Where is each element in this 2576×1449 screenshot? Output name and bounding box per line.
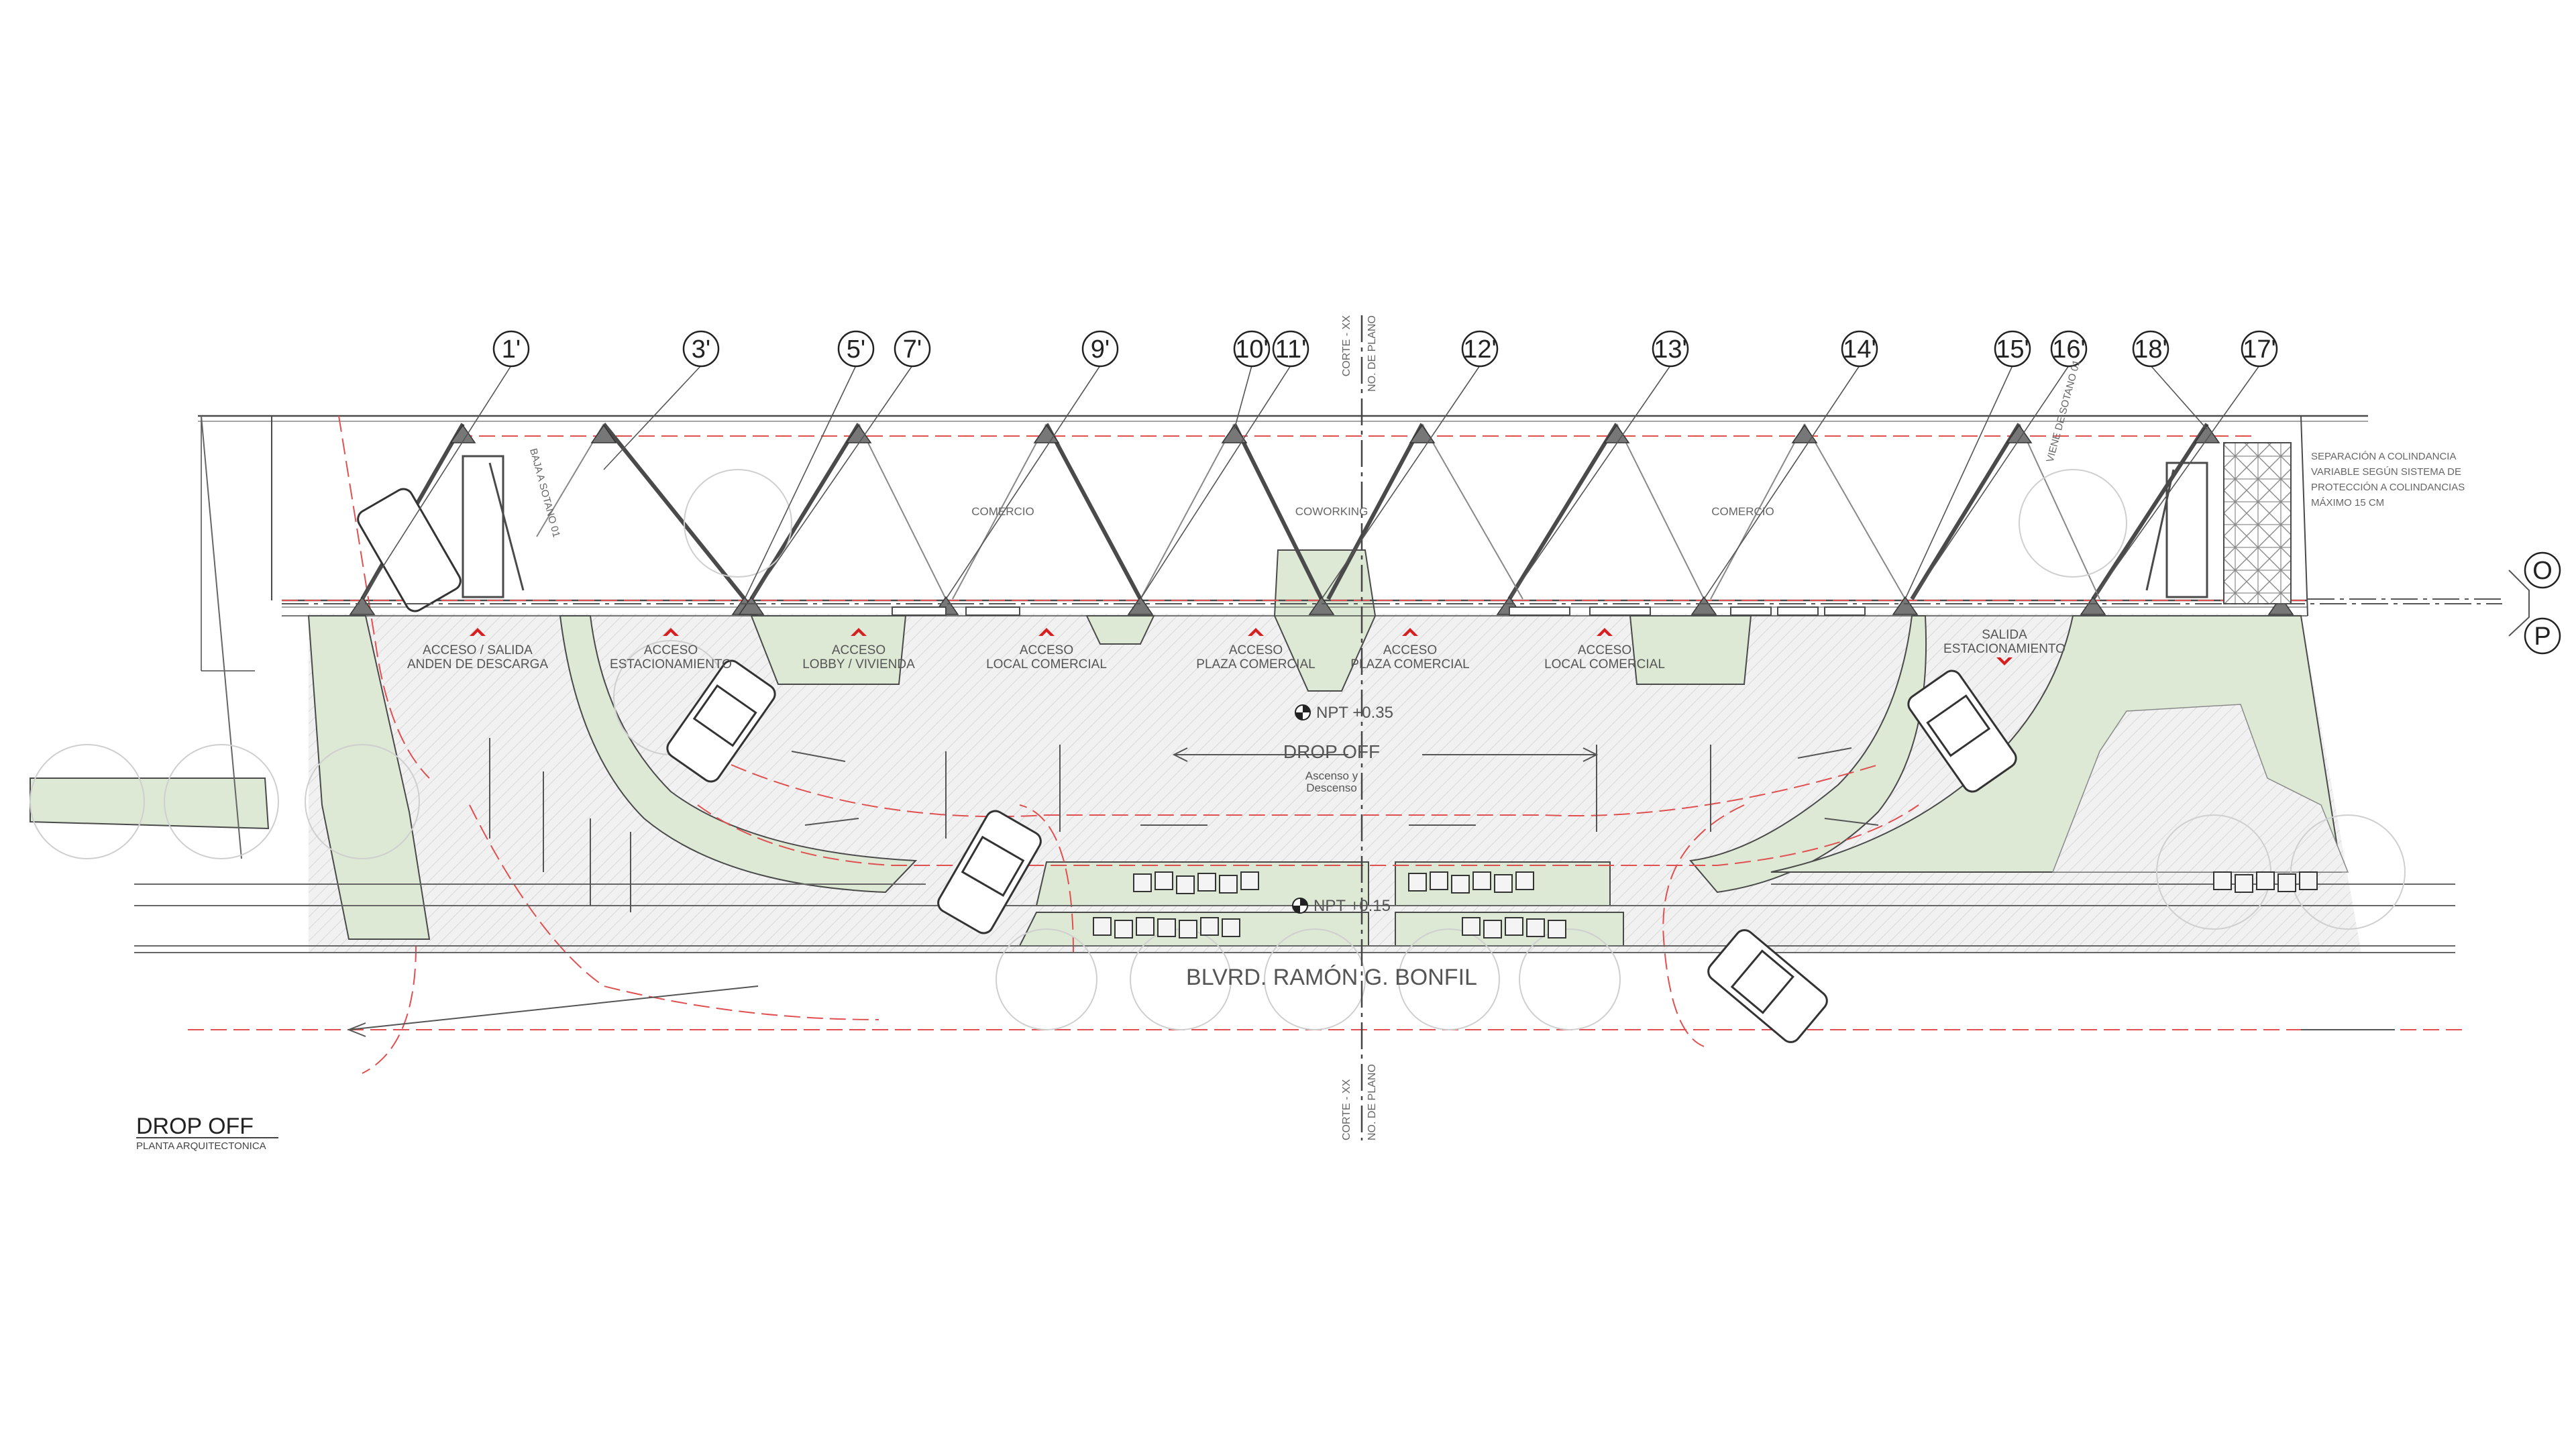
street-label: BLVRD. RAMÓN G. BONFIL <box>1186 965 1477 990</box>
svg-text:7': 7' <box>903 335 922 364</box>
svg-text:15': 15' <box>1996 335 2029 364</box>
axis-bubble: 18' <box>2132 330 2169 368</box>
room-comercio-1: COMERCIO <box>971 505 1034 518</box>
level-marker-1: NPT +0.35 <box>1295 704 1393 722</box>
access-label: ACCESO <box>832 643 885 657</box>
green-street-left <box>30 777 270 830</box>
svg-text:PROTECCIÓN A COLINDANCIAS: PROTECCIÓN A COLINDANCIAS <box>2311 482 2465 493</box>
level-label-1: NPT +0.35 <box>1316 704 1393 722</box>
axis-bubble: 15' <box>1994 330 2031 368</box>
green-right-lobby <box>1629 615 1752 685</box>
axis-bubble: 10' <box>1233 330 1271 368</box>
svg-text:MÁXIMO 15 CM: MÁXIMO 15 CM <box>2311 497 2384 508</box>
drawing-subtitle: PLANTA ARQUITECTONICA <box>136 1140 266 1152</box>
access-label: ACCESO <box>644 643 698 657</box>
room-coworking: COWORKING <box>1295 505 1368 518</box>
svg-text:9': 9' <box>1091 335 1110 364</box>
drop-off-sub-2: Descenso <box>1306 782 1357 794</box>
svg-text:5': 5' <box>847 335 865 364</box>
svg-text:11': 11' <box>1275 335 1307 364</box>
level-label-2: NPT +0.15 <box>1313 897 1391 915</box>
access-label: LOBBY / VIVIENDA <box>802 657 915 672</box>
access-label: ESTACIONAMIENTO <box>610 657 732 672</box>
access-label: ACCESO <box>1578 643 1631 657</box>
colindancia-grid <box>2223 442 2292 604</box>
axis-bracket <box>2508 570 2530 637</box>
axis-bubble: 7' <box>894 330 931 368</box>
svg-text:14': 14' <box>1843 335 1876 364</box>
axis-bubble-o: O <box>2524 551 2561 589</box>
access-label: SALIDA <box>1982 628 2027 642</box>
svg-text:13': 13' <box>1654 335 1687 364</box>
room-comercio-2: COMERCIO <box>1711 505 1774 518</box>
ramp-label-left: BAJA A SOTANO 01 <box>527 447 562 539</box>
access-label: ACCESO / SALIDA <box>423 643 533 657</box>
section-label-top-2: NO. DE PLANO <box>1366 315 1378 392</box>
access-label: LOCAL COMERCIAL <box>986 657 1107 672</box>
svg-text:16': 16' <box>2052 335 2086 364</box>
access-label: LOCAL COMERCIAL <box>1544 657 1665 672</box>
axis-bubble: 3' <box>682 330 720 368</box>
green-right-curve <box>1689 615 1927 894</box>
facade-glazing <box>892 606 1866 616</box>
axis-bubble: 5' <box>837 330 875 368</box>
access-markers <box>470 628 2012 665</box>
axis-bubble: 1' <box>492 330 530 368</box>
svg-text:3': 3' <box>692 335 710 364</box>
axis-bubble: 9' <box>1081 330 1119 368</box>
drawing-title-block: DROP OFF PLANTA ARQUITECTONICA <box>136 1114 278 1152</box>
axis-bubble: 16' <box>2050 330 2088 368</box>
access-label: ESTACIONAMIENTO <box>1943 642 2065 656</box>
section-label-top-1: CORTE - XX <box>1341 315 1352 377</box>
axis-leaders <box>362 365 2260 600</box>
access-label: ACCESO <box>1383 643 1437 657</box>
column-triangles <box>349 424 2294 615</box>
access-label: ACCESO <box>1229 643 1283 657</box>
lane-arrows <box>347 738 2395 1037</box>
axis-bubble: 14' <box>1841 330 1878 368</box>
svg-text:1': 1' <box>502 335 521 364</box>
axis-bubbles: 1' 3' 5' 7' 9' 10' 11' 12' 13' 14' 15' 1… <box>492 330 2278 368</box>
axis-bubble: 17' <box>2241 330 2278 368</box>
axis-bubble: 13' <box>1652 330 1689 368</box>
cars <box>357 488 2017 1043</box>
section-label-bottom-1: CORTE - XX <box>1341 1079 1352 1140</box>
svg-text:10': 10' <box>1235 335 1269 364</box>
ramp-elements <box>462 455 2208 598</box>
access-label: ACCESO <box>1020 643 1073 657</box>
right-plaza-paving <box>2051 704 2349 873</box>
svg-text:12': 12' <box>1463 335 1497 364</box>
svg-text:18': 18' <box>2134 335 2167 364</box>
axis-label-p: P <box>2534 623 2551 651</box>
colindancia-note: SEPARACIÓN A COLINDANCIA VARIABLE SEGÚN … <box>2311 451 2465 508</box>
svg-text:SEPARACIÓN A COLINDANCIA: SEPARACIÓN A COLINDANCIA <box>2311 451 2456 462</box>
drawing-title: DROP OFF <box>136 1114 254 1139</box>
axis-bubble-p: P <box>2524 617 2561 655</box>
access-label: ANDEN DE DESCARGA <box>407 657 548 672</box>
access-label: PLAZA COMERCIAL <box>1350 657 1469 672</box>
access-label: PLAZA COMERCIAL <box>1196 657 1315 672</box>
horizontal-axis-lines <box>282 598 2502 604</box>
axis-bubble: 12' <box>1461 330 1499 368</box>
drop-off-label: DROP OFF <box>1283 741 1380 762</box>
access-labels: ACCESO / SALIDA ANDEN DE DESCARGA ACCESO… <box>407 628 2065 672</box>
drop-off-sub-1: Ascenso y <box>1305 769 1358 782</box>
section-label-bottom-2: NO. DE PLANO <box>1366 1064 1378 1140</box>
svg-text:VARIABLE SEGÚN SISTEMA DE: VARIABLE SEGÚN SISTEMA DE <box>2311 466 2461 478</box>
axis-bubble: 11' <box>1272 330 1309 368</box>
planter-benches <box>1093 871 2318 938</box>
axis-label-o: O <box>2532 557 2553 585</box>
svg-text:17': 17' <box>2243 335 2276 364</box>
level-marker-2: NPT +0.15 <box>1292 897 1391 915</box>
